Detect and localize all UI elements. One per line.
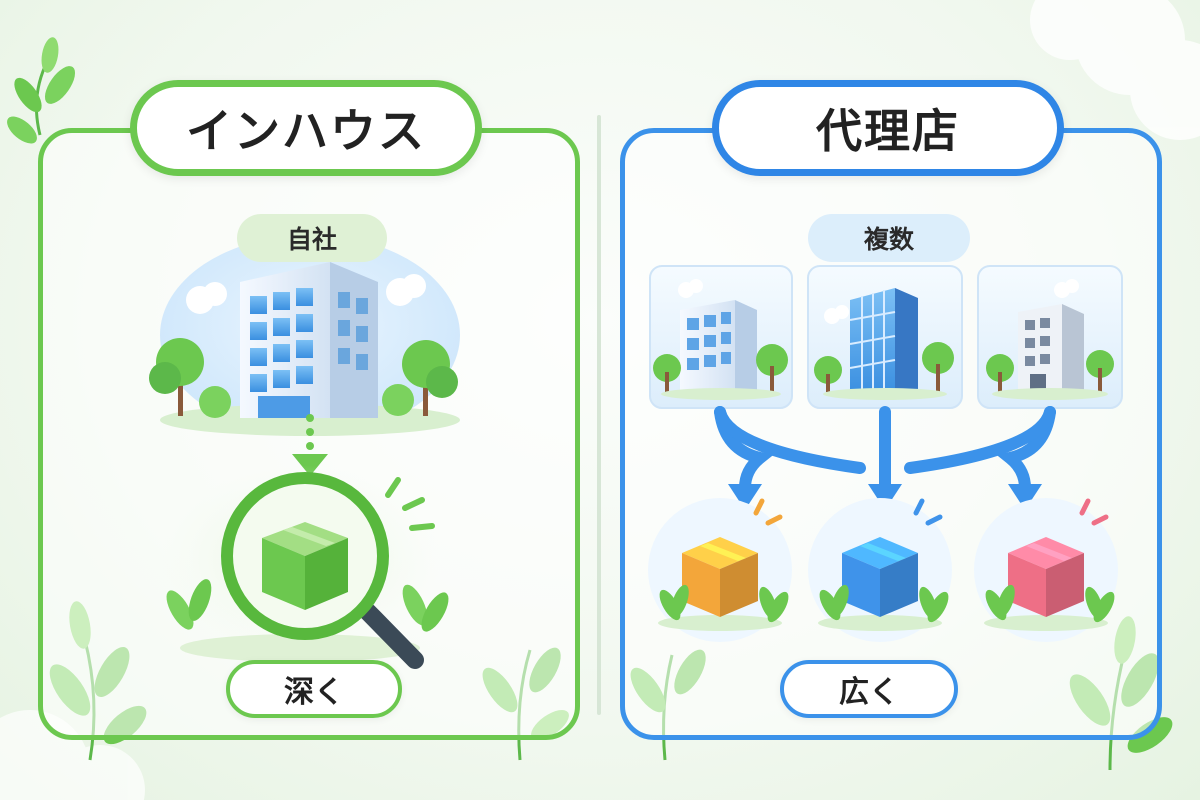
multiple-label: 複数	[808, 214, 970, 262]
company-building-icon	[149, 235, 460, 436]
leaves-icon-top-left	[7, 37, 76, 144]
distribution-arrows-icon	[714, 406, 1056, 494]
product-boxes	[648, 498, 1118, 642]
deep-label: 深く	[226, 660, 402, 718]
cloud-decoration-top-right	[1030, 0, 1200, 140]
agency-building-card-1	[649, 265, 793, 409]
own-company-label: 自社	[237, 214, 387, 262]
agency-building-card-3	[977, 265, 1123, 409]
wide-label: 広く	[780, 660, 958, 718]
orange-box-icon	[648, 498, 792, 642]
pink-box-icon	[974, 498, 1118, 642]
agency-title: 代理店	[712, 80, 1064, 176]
blue-box-icon	[808, 498, 952, 642]
arrow-heads-icon	[728, 484, 1042, 510]
down-arrow-icon	[292, 414, 328, 476]
center-divider	[597, 115, 601, 715]
inhouse-title: インハウス	[130, 80, 482, 176]
agency-building-card-2	[807, 265, 963, 409]
magnifier-box-icon	[160, 465, 449, 669]
